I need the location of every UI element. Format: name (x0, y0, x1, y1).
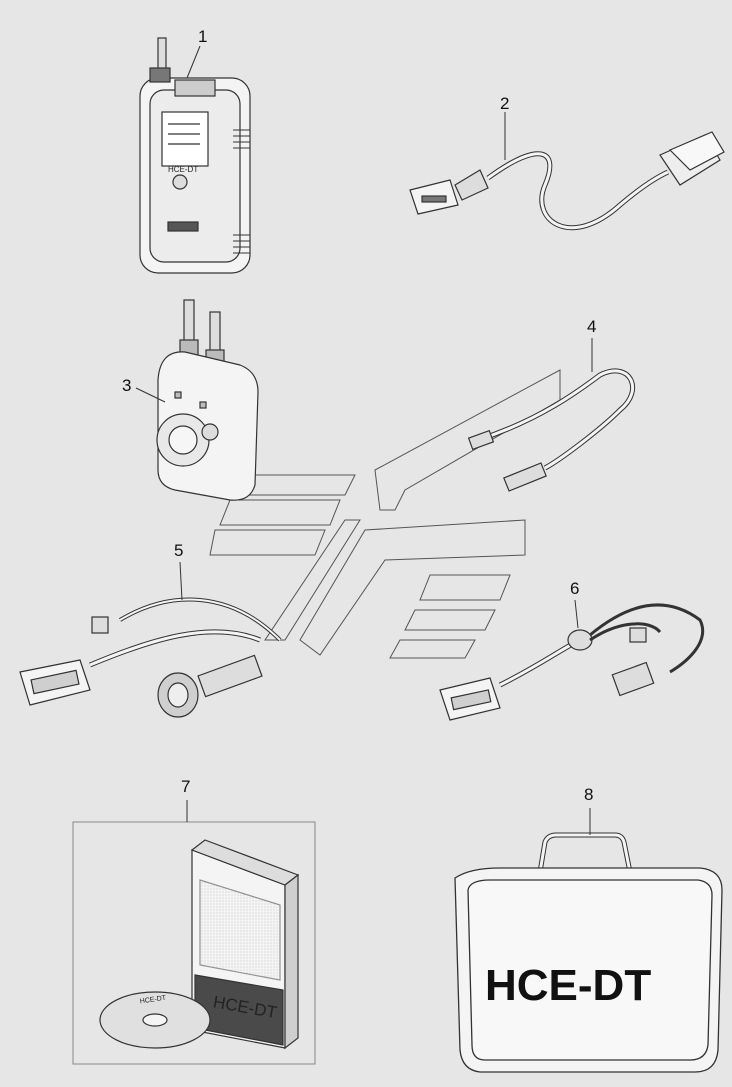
software-package-frame (72, 821, 316, 1065)
leader-line-3 (135, 387, 166, 403)
manual-book (190, 839, 300, 1050)
callout-6: 6 (570, 579, 580, 598)
callout-7: 7 (181, 777, 191, 796)
diagnostic-device (139, 37, 251, 274)
y-adapter-cable (439, 603, 705, 721)
device-label: HCE-DT (168, 165, 198, 174)
software-cd (99, 991, 211, 1049)
usb-cable (467, 368, 635, 492)
leader-line-1 (186, 45, 201, 79)
obd-cable (409, 131, 725, 231)
callout-2: 2 (500, 94, 510, 113)
callout-8: 8 (584, 785, 594, 804)
callout-1: 1 (198, 27, 208, 46)
leader-line-5 (179, 561, 183, 601)
callout-5: 5 (174, 541, 184, 560)
leader-line-6 (574, 599, 579, 629)
callout-4: 4 (587, 317, 597, 336)
harness-cable (19, 597, 282, 718)
carry-case (454, 832, 723, 1073)
cd-label: HCE-DT (139, 995, 167, 1006)
watermark-logo (209, 369, 561, 659)
wireless-module (156, 299, 259, 501)
case-label: HCE-DT (485, 961, 651, 1010)
callout-3: 3 (122, 376, 132, 395)
